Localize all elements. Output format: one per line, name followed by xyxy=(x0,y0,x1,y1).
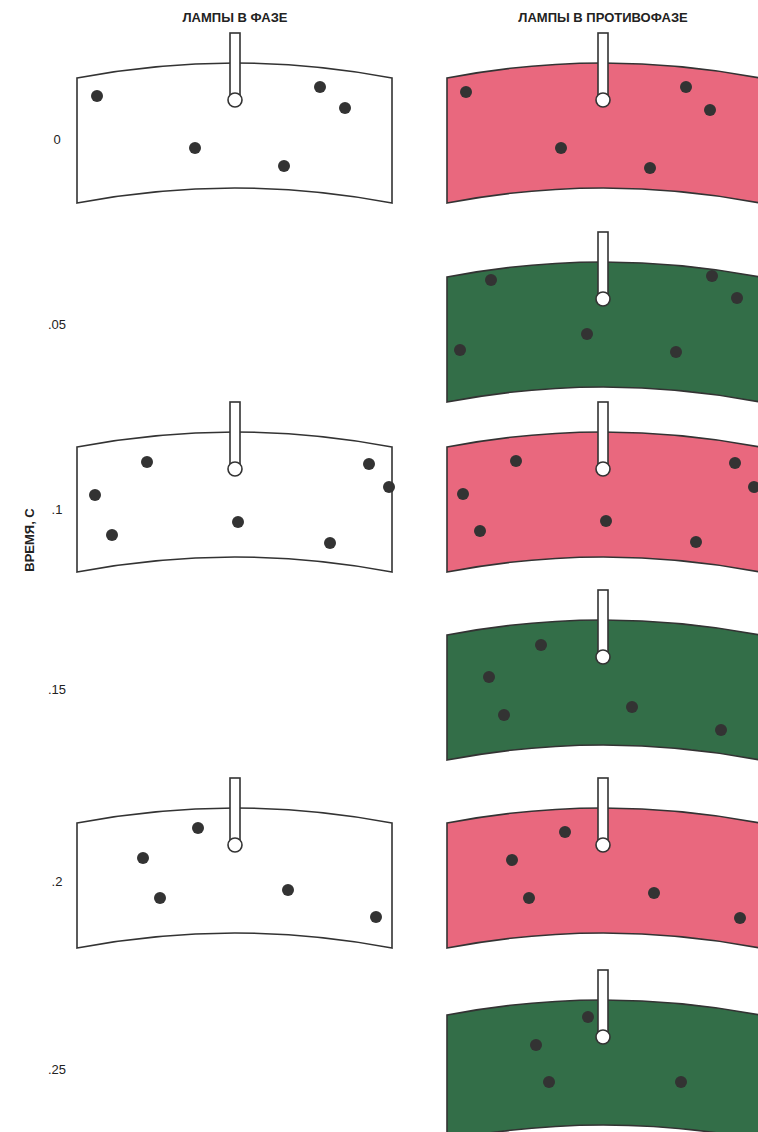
dots xyxy=(89,81,758,1088)
dot xyxy=(675,1076,687,1088)
dot xyxy=(510,455,522,467)
dot xyxy=(555,142,567,154)
dot xyxy=(670,346,682,358)
dot xyxy=(314,81,326,93)
time-tick: .1 xyxy=(52,503,63,517)
probe-tip xyxy=(228,462,242,476)
probe-rod xyxy=(230,778,240,840)
probe-rod xyxy=(598,232,608,294)
dot xyxy=(192,822,204,834)
probe-tip xyxy=(596,93,610,107)
time-tick: .25 xyxy=(48,1063,66,1077)
dot xyxy=(498,709,510,721)
dot xyxy=(690,536,702,548)
dot xyxy=(582,1011,594,1023)
dot xyxy=(734,912,746,924)
probe-rod xyxy=(598,33,608,95)
dot xyxy=(460,86,472,98)
dot xyxy=(383,481,395,493)
dot xyxy=(189,142,201,154)
time-tick: .15 xyxy=(48,683,66,697)
probe-rod xyxy=(598,590,608,652)
probe-rod xyxy=(598,970,608,1032)
dot xyxy=(530,1039,542,1051)
probe-tip xyxy=(228,838,242,852)
dot xyxy=(543,1076,555,1088)
dot xyxy=(644,162,656,174)
dot xyxy=(278,160,290,172)
dot xyxy=(485,274,497,286)
probe-tip xyxy=(596,838,610,852)
probe-tip xyxy=(596,650,610,664)
dot xyxy=(715,724,727,736)
dot xyxy=(457,488,469,500)
axis-title: ВРЕМЯ, С xyxy=(23,508,37,572)
anti-phase-panels xyxy=(447,63,758,1132)
dot xyxy=(474,525,486,537)
dot xyxy=(232,516,244,528)
dot xyxy=(680,81,692,93)
dot xyxy=(626,701,638,713)
in-phase-panels xyxy=(77,63,392,948)
dot xyxy=(154,892,166,904)
dot xyxy=(89,489,101,501)
dot xyxy=(106,529,118,541)
dot xyxy=(141,456,153,468)
dot xyxy=(523,892,535,904)
dot xyxy=(581,328,593,340)
dot xyxy=(704,104,716,116)
dot xyxy=(137,852,149,864)
probe-rod xyxy=(598,402,608,464)
column-heading: ЛАМПЫ В ФАЗЕ xyxy=(183,11,288,25)
dot xyxy=(339,102,351,114)
dot xyxy=(535,639,547,651)
dot xyxy=(370,911,382,923)
probe-tip xyxy=(596,1030,610,1044)
dot xyxy=(483,671,495,683)
probes xyxy=(228,33,610,1044)
dot xyxy=(559,826,571,838)
probe-rod xyxy=(230,402,240,464)
probe-rod xyxy=(230,33,240,95)
time-tick: 0 xyxy=(53,133,60,147)
dot xyxy=(91,90,103,102)
probe-tip xyxy=(596,292,610,306)
dot xyxy=(748,481,758,493)
dot xyxy=(648,887,660,899)
dot xyxy=(454,344,466,356)
column-heading: ЛАМПЫ В ПРОТИВОФАЗЕ xyxy=(518,11,687,25)
dot xyxy=(706,270,718,282)
dot xyxy=(363,458,375,470)
time-tick: .2 xyxy=(52,875,63,889)
probe-tip xyxy=(228,93,242,107)
dot xyxy=(729,457,741,469)
dot xyxy=(282,884,294,896)
dot xyxy=(506,854,518,866)
dot xyxy=(600,515,612,527)
dot xyxy=(731,292,743,304)
time-tick: .05 xyxy=(48,318,66,332)
dot xyxy=(324,537,336,549)
probe-rod xyxy=(598,778,608,840)
probe-tip xyxy=(596,462,610,476)
